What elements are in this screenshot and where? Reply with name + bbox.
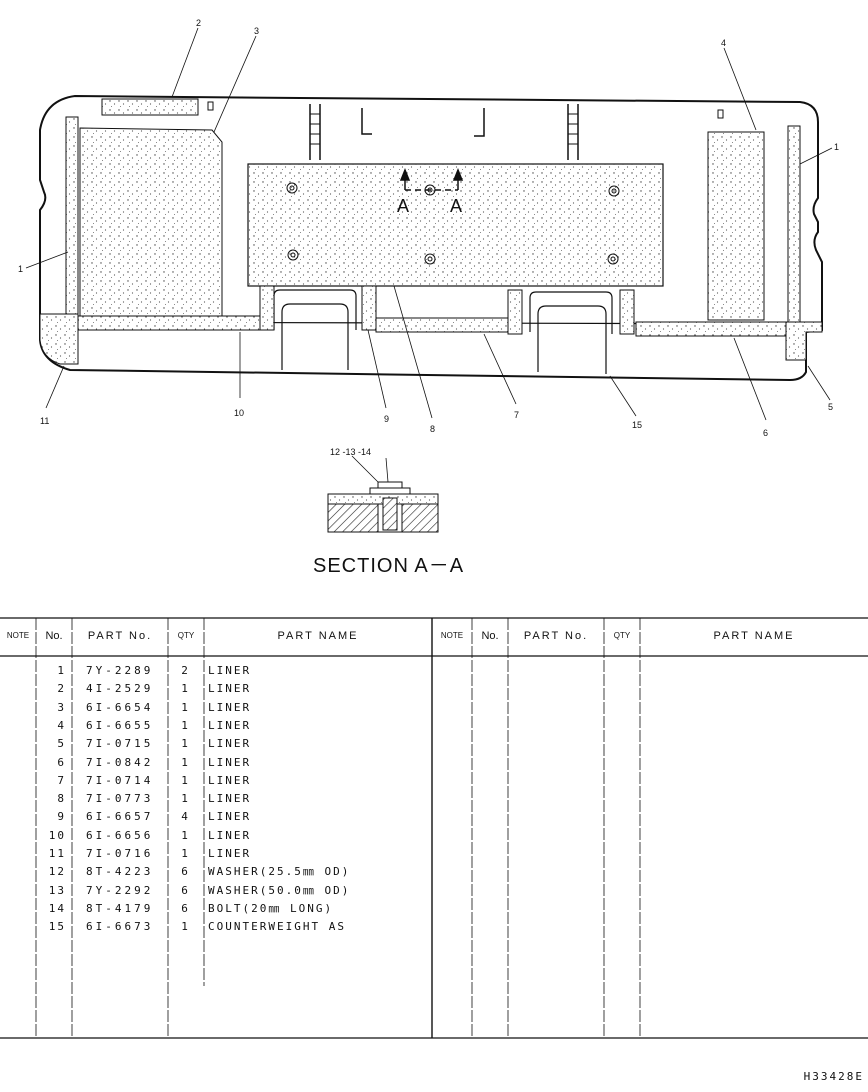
section-mark-right: A — [450, 196, 462, 216]
section-mark-left: A — [397, 196, 409, 216]
callout-1-left: 1 — [18, 264, 23, 274]
callout-12-13-14: 12 -13 -14 — [330, 447, 371, 457]
section-title: SECTION A－A — [313, 555, 464, 577]
header-part-name: PART NAME — [277, 630, 359, 642]
callout-6: 6 — [763, 428, 768, 438]
header-part-no-2: PART No. — [523, 630, 589, 642]
liner-5 — [785, 321, 823, 361]
callout-10: 10 — [234, 408, 244, 418]
liner-3 — [79, 127, 223, 319]
liner-1-left — [65, 116, 79, 318]
header-qty: QTY — [177, 631, 195, 640]
liner-10 — [77, 315, 275, 331]
callout-4: 4 — [721, 38, 726, 48]
liner-8 — [247, 163, 664, 287]
liner-4 — [707, 131, 765, 321]
callout-1-right: 1 — [834, 142, 839, 152]
header-no: No. — [45, 630, 63, 642]
liner-1-right — [787, 125, 801, 323]
parts-table: NOTE No. PART No. QTY PART NAME NOTE No.… — [0, 616, 868, 1040]
table-grid — [0, 617, 868, 1039]
callout-7: 7 — [514, 410, 519, 420]
liner-9-b — [361, 285, 377, 331]
header-part-no: PART No. — [87, 630, 153, 642]
callout-2: 2 — [196, 18, 201, 28]
header-note-2: NOTE — [440, 631, 464, 640]
counterweight-outline — [39, 94, 823, 382]
callout-5: 5 — [828, 402, 833, 412]
header-note: NOTE — [6, 631, 30, 640]
header-no-2: No. — [481, 630, 499, 642]
callout-3: 3 — [254, 26, 259, 36]
liner-7 — [375, 317, 509, 333]
drawing-number: H33428E — [803, 1070, 864, 1083]
callout-15: 15 — [632, 420, 642, 430]
header-qty-2: QTY — [613, 631, 631, 640]
liner-2 — [101, 98, 199, 116]
counterweight-drawing: A A — [18, 18, 839, 577]
liner-11 — [39, 313, 79, 365]
liner-9-d — [619, 289, 635, 335]
liner-9-c — [507, 289, 523, 335]
callout-8: 8 — [430, 424, 435, 434]
liner-6 — [635, 321, 787, 337]
liner-9-a — [259, 285, 275, 331]
header-part-name-2: PART NAME — [713, 630, 795, 642]
callout-11: 11 — [40, 416, 49, 426]
callout-9: 9 — [384, 414, 389, 424]
section-detail — [327, 455, 439, 533]
